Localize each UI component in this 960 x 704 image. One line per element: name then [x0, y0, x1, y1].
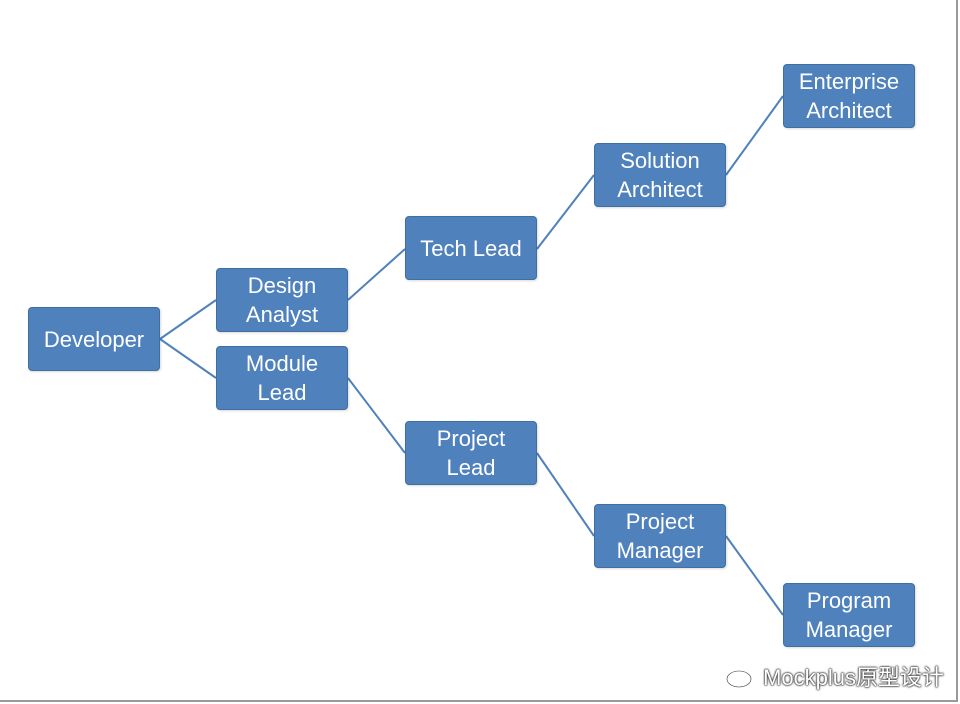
connector-project-lead-project-manager: [536, 452, 595, 537]
connector-project-manager-program-manager: [725, 535, 784, 616]
connector-module-lead-project-lead: [347, 377, 406, 454]
connector-developer-design-analyst: [159, 299, 217, 340]
watermark: Mockplus原型设计: [725, 660, 944, 692]
node-solution-architect: Solution Architect: [594, 143, 726, 207]
node-design-analyst: Design Analyst: [216, 268, 348, 332]
connector-solution-architect-enterprise-architect: [725, 95, 784, 176]
node-enterprise-architect: Enterprise Architect: [783, 64, 915, 128]
connector-tech-lead-solution-architect: [536, 174, 595, 250]
node-program-manager: Program Manager: [783, 583, 915, 647]
node-project-lead: Project Lead: [405, 421, 537, 485]
connector-design-analyst-tech-lead: [347, 248, 406, 301]
watermark-text: Mockplus原型设计: [763, 665, 944, 690]
connector-developer-module-lead: [159, 338, 217, 379]
node-module-lead: Module Lead: [216, 346, 348, 410]
node-developer: Developer: [28, 307, 160, 371]
weibo-icon: [725, 663, 759, 689]
node-tech-lead: Tech Lead: [405, 216, 537, 280]
node-project-manager: Project Manager: [594, 504, 726, 568]
